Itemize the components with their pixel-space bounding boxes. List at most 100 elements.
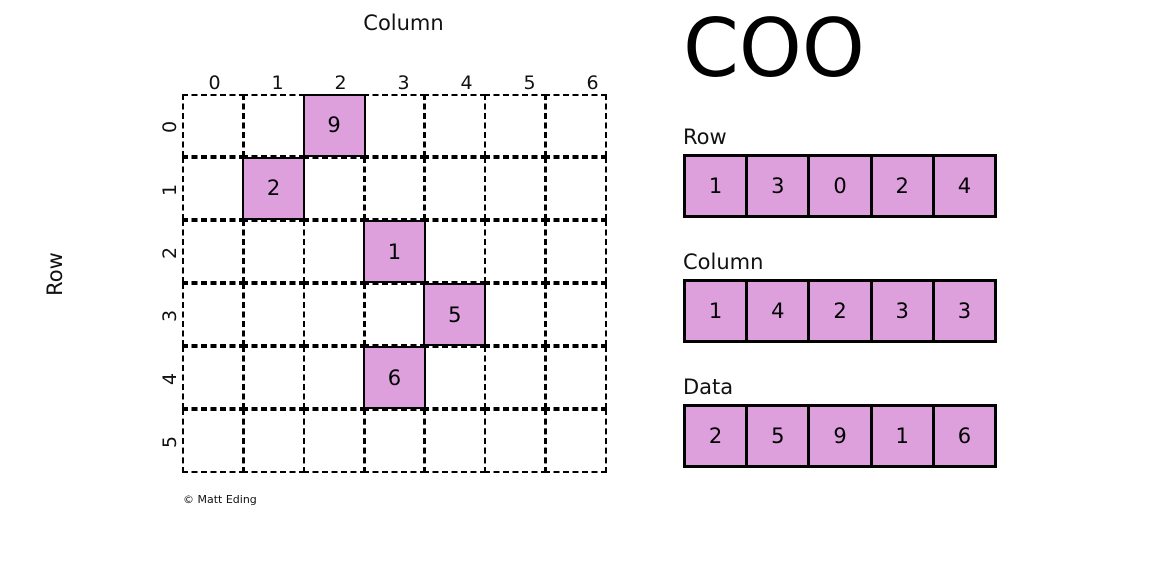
grid-row-1: 2 xyxy=(181,156,624,221)
matrix-cell-empty-1-4 xyxy=(423,156,487,221)
array-cells-data-cell-4: 6 xyxy=(934,407,995,465)
matrix-cell-empty-2-0 xyxy=(181,220,245,284)
column-tick-3: 3 xyxy=(397,72,410,94)
array-cells-column-cell-1: 4 xyxy=(748,282,811,340)
array-cells-row-cell-0: 1 xyxy=(686,157,749,215)
matrix-cell-empty-3-2 xyxy=(302,283,366,347)
matrix-cell-empty-5-6 xyxy=(544,409,608,473)
matrix-cell-empty-1-6 xyxy=(544,156,608,221)
credit-text: © Matt Eding xyxy=(183,493,257,506)
row-tick-label-2: 2 xyxy=(159,246,181,259)
matrix-cell-empty-1-3 xyxy=(362,156,426,221)
matrix-cell-filled-2-3: 1 xyxy=(362,220,426,284)
array-label-column: Column xyxy=(683,250,764,274)
array-cells-column-cell-4: 3 xyxy=(934,282,995,340)
matrix-cell-filled-0-2: 9 xyxy=(302,93,366,157)
array-cells-data-cell-1: 5 xyxy=(748,407,811,465)
matrix-cell-empty-4-0 xyxy=(181,346,245,410)
matrix-cell-empty-0-6 xyxy=(544,93,608,157)
matrix-cell-empty-0-0 xyxy=(181,93,245,157)
matrix-cell-filled-4-3: 6 xyxy=(362,346,426,410)
row-tick-4: 4 xyxy=(159,347,181,410)
matrix-cell-empty-5-1 xyxy=(242,409,306,473)
row-tick-label-0: 0 xyxy=(159,120,181,133)
matrix-cell-empty-4-2 xyxy=(302,346,366,410)
row-tick-0: 0 xyxy=(159,95,181,158)
array-cells-column-cell-3: 3 xyxy=(872,282,935,340)
array-cells-data-cell-2: 9 xyxy=(810,407,873,465)
array-cells-row-cell-3: 2 xyxy=(872,157,935,215)
row-tick-3: 3 xyxy=(159,284,181,347)
matrix-cell-filled-1-1: 2 xyxy=(242,156,306,221)
row-tick-label-1: 1 xyxy=(159,183,181,196)
grid-row-5 xyxy=(181,409,624,474)
grid-row-0: 9 xyxy=(181,93,624,158)
row-tick-labels: 0 1 2 3 4 5 xyxy=(159,95,181,473)
array-cells-data-cell-0: 2 xyxy=(686,407,749,465)
row-tick-label-4: 4 xyxy=(159,372,181,385)
matrix-column-axis-title: Column xyxy=(363,11,444,35)
column-tick-labels: 0 1 2 3 4 5 6 xyxy=(183,72,624,94)
matrix-cell-empty-4-4 xyxy=(423,346,487,410)
array-cells-row-cell-2: 0 xyxy=(810,157,873,215)
array-cells-column-cell-0: 1 xyxy=(686,282,749,340)
matrix-cell-empty-2-4 xyxy=(423,220,487,284)
matrix-cell-empty-2-5 xyxy=(483,220,547,284)
row-tick-5: 5 xyxy=(159,410,181,473)
matrix-cell-empty-4-6 xyxy=(544,346,608,410)
column-tick-5: 5 xyxy=(523,72,536,94)
matrix-cell-empty-3-3 xyxy=(362,283,426,347)
matrix-cell-empty-1-2 xyxy=(302,156,366,221)
row-tick-1: 1 xyxy=(159,158,181,221)
matrix-cell-empty-3-6 xyxy=(544,283,608,347)
row-tick-label-5: 5 xyxy=(159,435,181,448)
matrix-row-axis-title: Row xyxy=(43,252,67,296)
array-label-data: Data xyxy=(683,375,734,399)
matrix-cell-empty-3-0 xyxy=(181,283,245,347)
matrix-cell-empty-3-1 xyxy=(242,283,306,347)
matrix-cell-empty-5-2 xyxy=(302,409,366,473)
matrix-cell-empty-0-4 xyxy=(423,93,487,157)
matrix-cell-empty-0-5 xyxy=(483,93,547,157)
matrix-cell-empty-2-1 xyxy=(242,220,306,284)
grid-row-2: 1 xyxy=(181,220,624,284)
array-cells-row-cell-4: 4 xyxy=(934,157,995,215)
row-tick-2: 2 xyxy=(159,221,181,284)
matrix-cell-empty-3-5 xyxy=(483,283,547,347)
matrix-cell-empty-2-2 xyxy=(302,220,366,284)
grid-row-4: 6 xyxy=(181,346,624,411)
array-label-row: Row xyxy=(683,125,727,149)
matrix-cell-empty-0-3 xyxy=(362,93,426,157)
array-cells-row-cell-1: 3 xyxy=(748,157,811,215)
matrix-cell-empty-4-1 xyxy=(242,346,306,410)
row-tick-label-3: 3 xyxy=(159,309,181,322)
matrix-cell-empty-5-4 xyxy=(423,409,487,473)
column-tick-1: 1 xyxy=(271,72,284,94)
matrix-cell-filled-3-4: 5 xyxy=(423,283,487,347)
matrix-cell-empty-4-5 xyxy=(483,346,547,410)
matrix-cell-empty-5-0 xyxy=(181,409,245,473)
grid-row-3: 5 xyxy=(181,283,624,347)
column-tick-2: 2 xyxy=(334,72,347,94)
matrix-cell-empty-1-5 xyxy=(483,156,547,221)
matrix-cell-empty-5-3 xyxy=(362,409,426,473)
column-tick-6: 6 xyxy=(586,72,599,94)
matrix-cell-empty-1-0 xyxy=(181,156,245,221)
matrix-cell-empty-2-6 xyxy=(544,220,608,284)
array-cells-data-cell-3: 1 xyxy=(872,407,935,465)
column-tick-0: 0 xyxy=(208,72,221,94)
page-title: COO xyxy=(683,2,865,95)
matrix-cell-empty-0-1 xyxy=(242,93,306,157)
matrix-cell-empty-5-5 xyxy=(483,409,547,473)
array-cells-column-cell-2: 2 xyxy=(810,282,873,340)
column-tick-4: 4 xyxy=(460,72,473,94)
